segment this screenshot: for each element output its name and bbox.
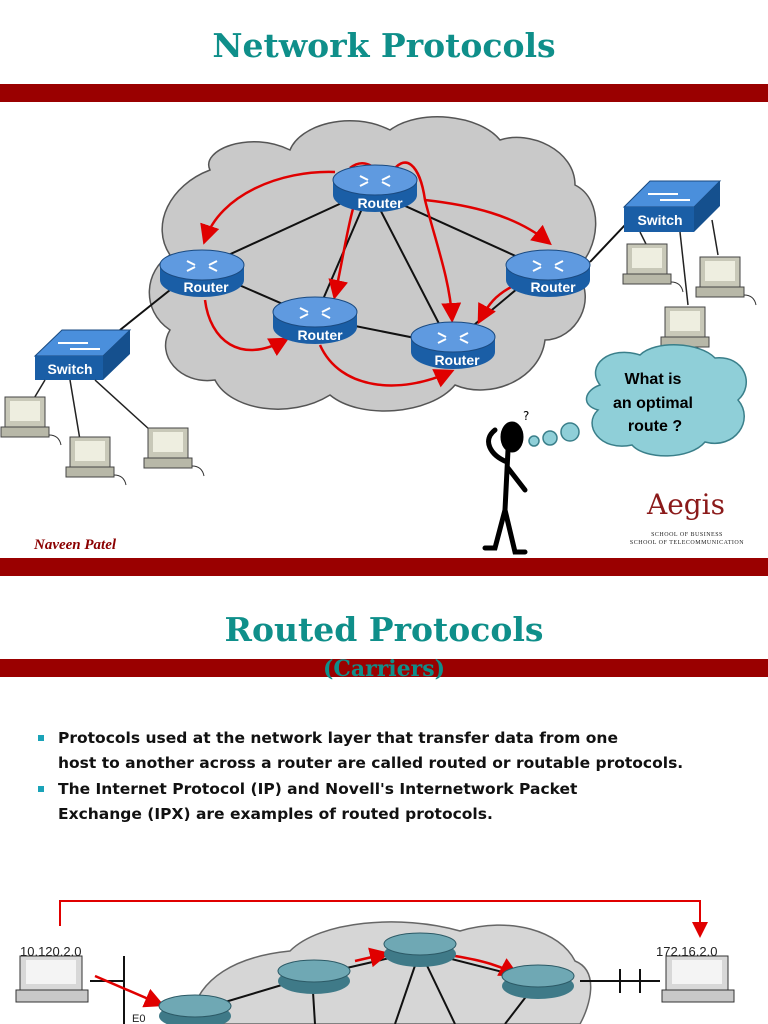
pc-icon (695, 256, 757, 306)
router-icon (501, 964, 575, 999)
bullet-line: host to another across a router are call… (58, 754, 684, 772)
router-icon (277, 959, 351, 994)
routing-diagram: 10.120.2.0 172.16.2.0 E0 (15, 900, 735, 1024)
router-center (272, 296, 358, 344)
slide-network-protocols: Network Protocols (0, 26, 768, 576)
pc-icon (622, 243, 684, 293)
router-top (332, 164, 418, 212)
thought-line-2: an optimal (613, 395, 693, 412)
router-label: Router (434, 352, 480, 368)
network-address-left: 10.120.2.0 (20, 944, 81, 959)
route-arrow (59, 900, 708, 938)
slide-title: Routed Protocols (224, 610, 544, 649)
switch-label: Switch (47, 361, 92, 377)
title-divider-bar (0, 84, 768, 102)
network-cloud (189, 921, 592, 1024)
pc-icon (0, 396, 62, 446)
pc-icon (660, 306, 710, 348)
interface-label: E0 (132, 1013, 145, 1024)
bullet-item: Protocols used at the network layer that… (38, 726, 758, 776)
switch-left (33, 329, 132, 380)
interface-ticks (619, 969, 641, 993)
router-label: Router (183, 279, 229, 295)
network-address-right: 172.16.2.0 (656, 944, 717, 959)
slide-routed-protocols: Routed Protocols (Carriers) Protocols us… (0, 576, 768, 1024)
slide-title: Network Protocols (212, 26, 556, 65)
router-icon (158, 994, 232, 1024)
svg-text:?: ? (523, 409, 529, 423)
title-divider-bar (0, 659, 768, 677)
bullet-item: The Internet Protocol (IP) and Novell's … (38, 777, 758, 827)
bullet-list: Protocols used at the network layer that… (38, 726, 758, 828)
pc-icon (65, 436, 127, 486)
network-diagram: Router Router Router Router Router Switc… (0, 116, 757, 555)
thought-bubble (528, 344, 747, 457)
thinking-person-icon: ? (482, 409, 529, 555)
pc-icon (143, 427, 205, 477)
router-left (159, 249, 245, 297)
bullet-line: The Internet Protocol (IP) and Novell's … (58, 780, 578, 798)
router-label: Router (530, 279, 576, 295)
router-bottom (410, 321, 496, 369)
router-icon (383, 932, 457, 967)
author-name: Naveen Patel (34, 537, 117, 553)
switch-right (622, 180, 722, 232)
router-right (505, 249, 591, 297)
router-label: Router (297, 327, 343, 343)
pc-icon (661, 955, 735, 1003)
thought-line-3: route ? (628, 418, 682, 435)
switch-label: Switch (637, 212, 682, 228)
slide-subtitle: (Carriers) (322, 656, 446, 682)
footer-bar (0, 558, 768, 576)
aegis-tagline-1: SCHOOL OF BUSINESS (651, 532, 723, 538)
thought-line-1: What is (625, 371, 682, 388)
pc-icon (15, 955, 89, 1003)
aegis-tagline-2: SCHOOL OF TELECOMMUNICATION (629, 540, 745, 546)
bullet-line: Protocols used at the network layer that… (58, 729, 618, 747)
bullet-line: Exchange (IPX) are examples of routed pr… (58, 805, 493, 823)
router-label: Router (357, 195, 403, 211)
bullet-marker (38, 735, 44, 741)
bullet-marker (38, 786, 44, 792)
aegis-logo: Aegis (646, 488, 726, 521)
